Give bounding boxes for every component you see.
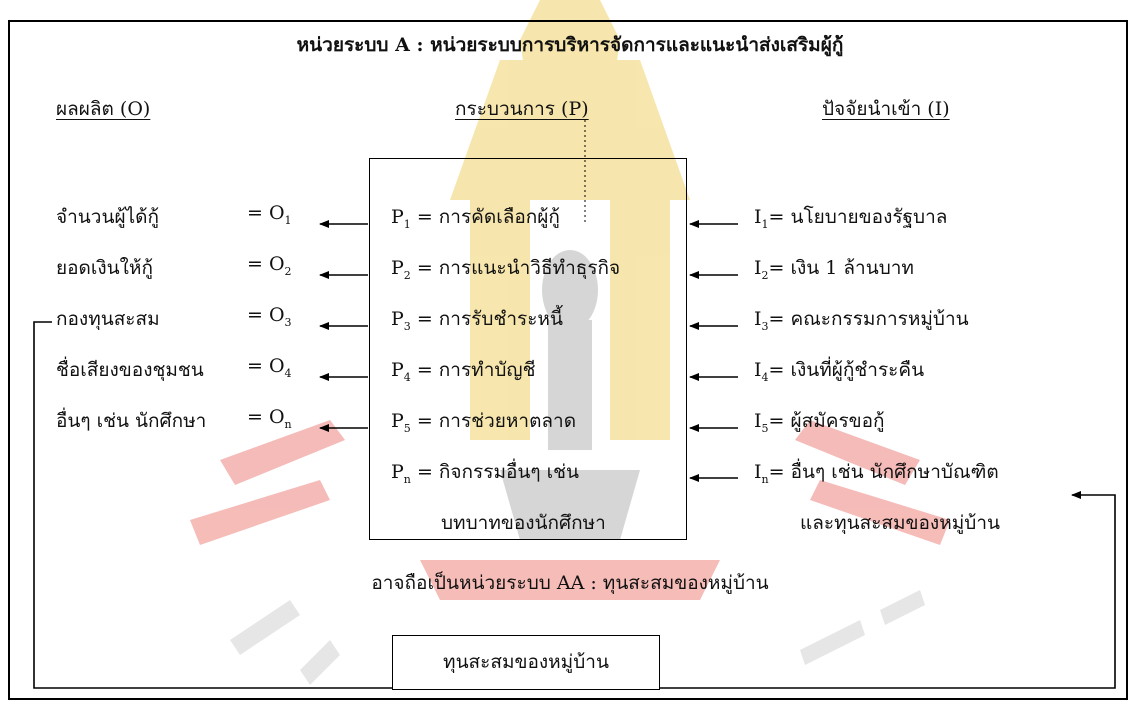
input-item: I1= นโยบายของรัฐบาล <box>754 206 948 231</box>
process-box <box>369 158 687 540</box>
process-item: P5 = การช่วยหาตลาด <box>391 410 577 435</box>
process-item: P4 = การทำบัญชี <box>391 359 536 384</box>
input-item: I3= คณะกรรมการหมู่บ้าน <box>754 308 969 333</box>
feedback-line-left <box>33 321 392 689</box>
process-item: P2 = การแนะนำวิธีทำธุรกิจ <box>391 257 621 282</box>
process-item: Pn = กิจกรรมอื่นๆ เช่น <box>391 461 579 486</box>
process-continuation: บทบาทของนักศึกษา <box>441 512 606 534</box>
process-item: P3 = การรับชำระหนี้ <box>391 308 563 333</box>
outputs-header: ผลผลิต (O) <box>56 98 151 120</box>
input-item: I4= เงินที่ผู้กู้ชำระคืน <box>754 359 925 384</box>
output-symbol: = O1 <box>247 202 292 227</box>
output-symbol: = O2 <box>247 253 292 278</box>
subsystem-note: อาจถือเป็นหน่วยระบบ AA : ทุนสะสมของหมู่บ… <box>371 572 769 594</box>
input-item: In= อื่นๆ เช่น นักศึกษาบัณฑิต <box>754 461 999 486</box>
feedback-box-label: ทุนสะสมของหมู่บ้าน <box>443 651 609 673</box>
output-label: จำนวนผู้ได้กู้ <box>56 206 159 228</box>
output-symbol: = O3 <box>247 304 292 329</box>
output-label: กองทุนสะสม <box>56 308 160 330</box>
output-arrows <box>319 220 368 432</box>
feedback-box <box>392 635 660 690</box>
diagram-title: หน่วยระบบ A : หน่วยระบบการบริหารจัดการแล… <box>296 34 844 56</box>
input-arrows <box>689 220 738 482</box>
process-header: กระบวนการ (P) <box>455 98 589 120</box>
process-item: P1 = การคัดเลือกผู้กู้ <box>391 206 560 231</box>
output-label: ยอดเงินให้กู้ <box>56 257 153 279</box>
output-symbol: = O4 <box>247 355 292 380</box>
output-label: อื่นๆ เช่น นักศึกษา <box>56 410 207 432</box>
output-label: ชื่อเสียงของชุมชน <box>56 359 204 381</box>
diagram-frame <box>8 20 1128 700</box>
input-item: I2= เงิน 1 ล้านบาท <box>754 257 914 282</box>
feedback-line-right <box>660 491 1116 689</box>
output-symbol: = On <box>247 406 292 431</box>
inputs-header: ปัจจัยนำเข้า (I) <box>822 98 950 120</box>
input-continuation: และทุนสะสมของหมู่บ้าน <box>800 512 1000 534</box>
input-item: I5= ผู้สมัครขอกู้ <box>754 410 885 435</box>
